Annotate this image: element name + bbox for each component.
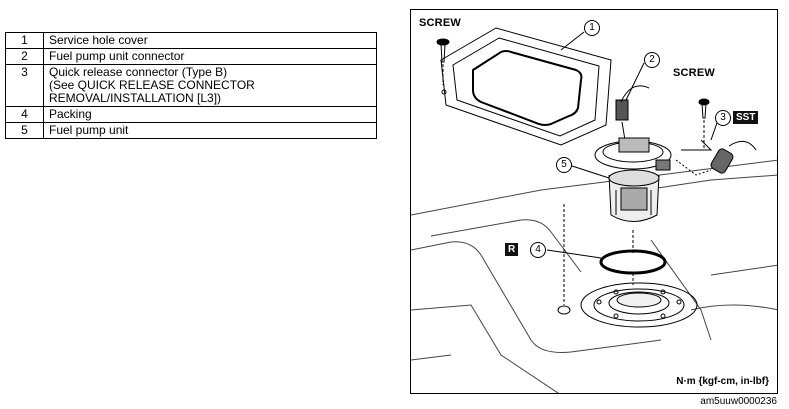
part-number: 4 — [5, 106, 44, 123]
document-code: am5uuw0000236 — [700, 396, 777, 407]
sst-badge: SST — [733, 111, 759, 124]
quick-release-connector — [675, 139, 757, 176]
pump-unit-connector — [615, 85, 650, 141]
part-description: Fuel pump unit connector — [43, 48, 377, 65]
torque-units-label: N·m {kgf-cm, in-lbf} — [676, 376, 769, 387]
part-number: 3 — [5, 64, 44, 107]
part-description: Packing — [43, 106, 377, 123]
screw-right — [698, 98, 710, 150]
part-number: 2 — [5, 48, 44, 65]
illustration-drawing — [411, 27, 777, 393]
part-description: Quick release connector (Type B) (See QU… — [43, 64, 377, 107]
replace-badge: R — [505, 243, 519, 256]
floor-panel — [411, 159, 777, 393]
part-description: Service hole cover — [43, 32, 377, 49]
callout-4: 4 — [530, 242, 546, 258]
screw-left — [436, 38, 450, 85]
parts-table: 1 Service hole cover 2 Fuel pump unit co… — [5, 32, 377, 139]
callout-3: 3 — [715, 110, 731, 126]
service-hole-cover — [440, 27, 612, 146]
callout-2: 2 — [644, 52, 660, 68]
packing-ring — [599, 249, 667, 285]
fuel-pump-unit — [594, 137, 672, 255]
part-number: 5 — [5, 122, 44, 139]
table-row: 1 Service hole cover — [5, 32, 377, 49]
callout-5: 5 — [556, 157, 572, 173]
callout-1: 1 — [584, 20, 600, 36]
table-row: 2 Fuel pump unit connector — [5, 48, 377, 65]
table-row: 5 Fuel pump unit — [5, 122, 377, 139]
screw-label-right: SCREW — [673, 67, 715, 79]
table-row: 3 Quick release connector (Type B) (See … — [5, 64, 377, 107]
tank-opening — [580, 282, 698, 328]
screw-hole — [557, 305, 571, 315]
screw-label-left: SCREW — [419, 17, 461, 29]
fuel-pump-illustration: SCREW SCREW 1 2 3 SST 5 R 4 N·m {kgf-cm,… — [410, 9, 778, 394]
table-row: 4 Packing — [5, 106, 377, 123]
part-number: 1 — [5, 32, 44, 49]
part-description: Fuel pump unit — [43, 122, 377, 139]
